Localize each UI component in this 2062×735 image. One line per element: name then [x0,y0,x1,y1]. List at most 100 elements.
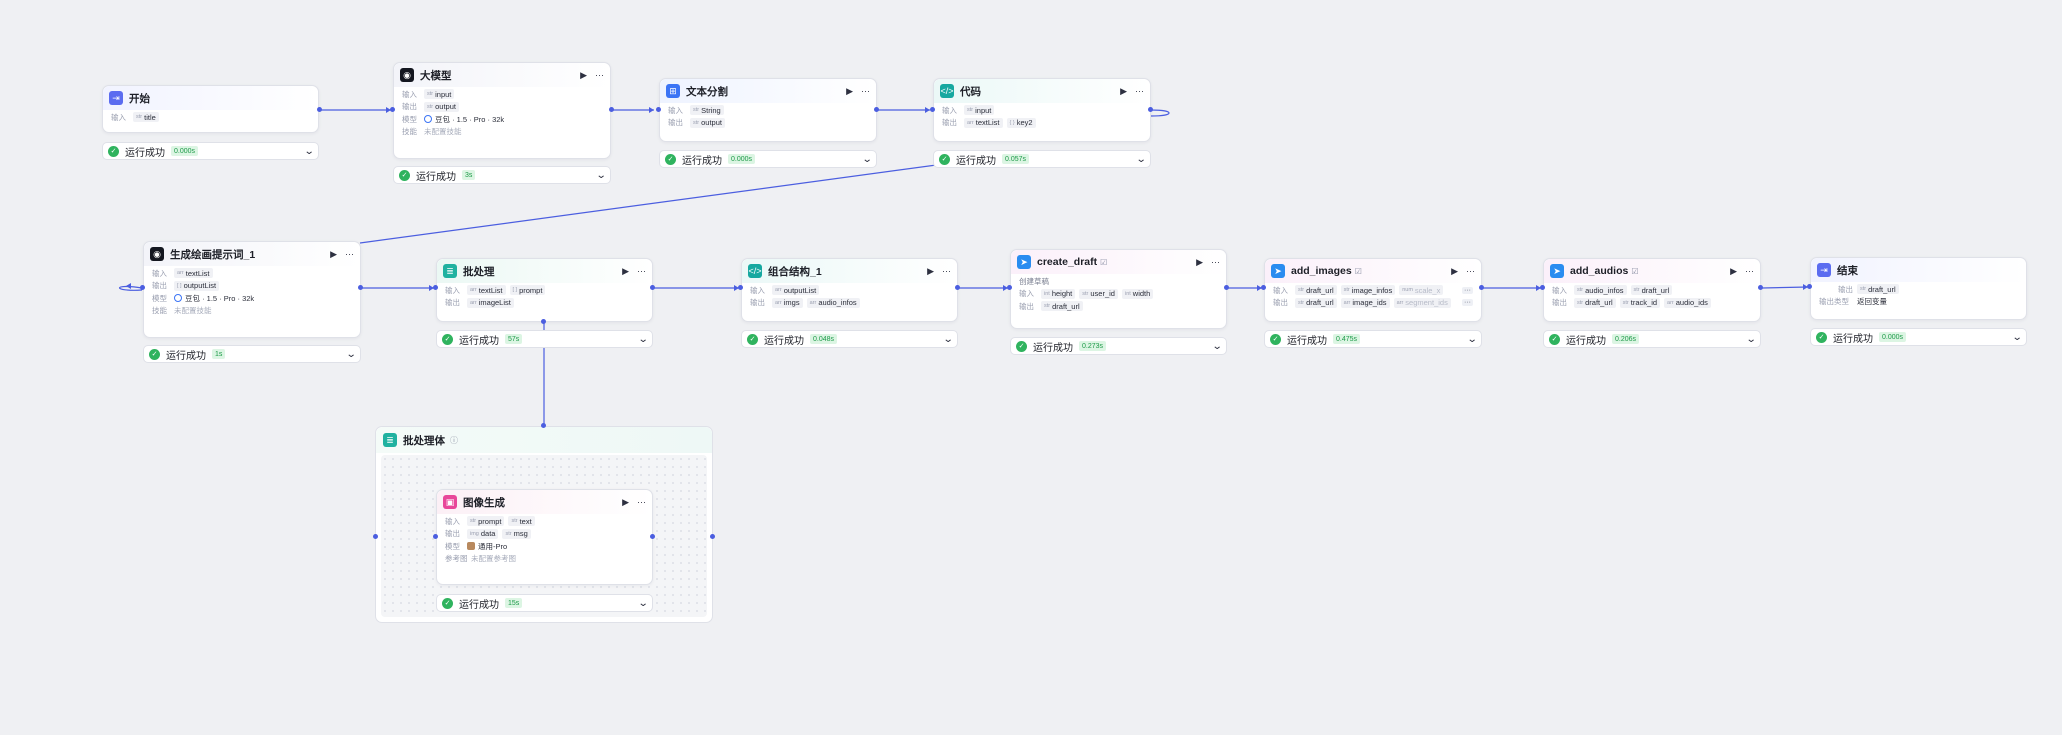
input-port[interactable] [140,285,145,290]
batch-icon: ≣ [383,433,397,447]
chevron-down-icon[interactable]: ⌄ [637,333,649,345]
input-port[interactable] [390,107,395,112]
status-bar-code[interactable]: ✓ 运行成功 0.057s ⌄ [933,150,1151,168]
status-bar-add-images[interactable]: ✓ 运行成功 0.475s ⌄ [1264,330,1482,348]
run-icon[interactable]: ▶ [1196,256,1203,267]
chevron-down-icon[interactable]: ⌄ [1135,153,1147,165]
chevron-down-icon[interactable]: ⌄ [303,145,315,157]
chevron-down-icon[interactable]: ⌄ [595,169,607,181]
input-port[interactable] [1007,285,1012,290]
run-icon[interactable]: ▶ [622,265,629,276]
node-title: 生成绘画提示词_1 [170,248,256,261]
input-port[interactable] [373,534,378,539]
output-port[interactable] [1224,285,1229,290]
run-icon[interactable]: ▶ [330,248,337,259]
more-icon[interactable]: ··· [1211,257,1220,267]
input-port[interactable] [1807,284,1812,289]
chevron-down-icon[interactable]: ⌄ [1211,340,1223,352]
more-params-button[interactable]: ··· [1462,286,1473,294]
chevron-down-icon[interactable]: ⌄ [861,153,873,165]
input-port[interactable] [656,107,661,112]
input-port[interactable] [1540,285,1545,290]
output-port[interactable] [541,319,546,324]
status-bar-add-audios[interactable]: ✓ 运行成功 0.206s ⌄ [1543,330,1761,348]
status-bar-image-gen[interactable]: ✓ 运行成功 15s ⌄ [436,594,653,612]
input-port[interactable] [738,285,743,290]
output-port[interactable] [317,107,322,112]
status-bar-split[interactable]: ✓ 运行成功 0.000s ⌄ [659,150,877,168]
run-icon[interactable]: ▶ [1120,85,1127,96]
run-icon[interactable]: ▶ [580,69,587,80]
more-params-button[interactable]: ··· [1462,299,1473,307]
output-port[interactable] [609,107,614,112]
chevron-down-icon[interactable]: ⌄ [1466,333,1478,345]
output-port[interactable] [650,534,655,539]
more-icon[interactable]: ··· [637,266,646,276]
output-port[interactable] [874,107,879,112]
input-port[interactable] [930,107,935,112]
more-icon[interactable]: ··· [1135,86,1144,96]
check-icon: ✓ [442,333,453,345]
more-icon[interactable]: ··· [1745,266,1754,276]
output-port[interactable] [710,534,715,539]
status-bar-combine[interactable]: ✓ 运行成功 0.048s ⌄ [741,330,958,348]
input-port[interactable] [433,285,438,290]
more-icon[interactable]: ··· [942,266,951,276]
status-bar-end[interactable]: ✓ 运行成功 0.000s ⌄ [1810,328,2027,346]
more-icon[interactable]: ··· [345,249,354,259]
more-icon[interactable]: ··· [595,70,604,80]
run-icon[interactable]: ▶ [1451,265,1458,276]
info-icon[interactable]: ⓘ [450,435,458,445]
status-bar-llm[interactable]: ✓ 运行成功 3s ⌄ [393,166,611,184]
status-bar-create-draft[interactable]: ✓ 运行成功 0.273s ⌄ [1010,337,1227,355]
chevron-down-icon[interactable]: ⌄ [2011,331,2023,343]
output-port[interactable] [1479,285,1484,290]
chevron-down-icon[interactable]: ⌄ [1745,333,1757,345]
run-icon[interactable]: ▶ [846,85,853,96]
output-type-value: 返回变量 [1857,297,1887,307]
input-port[interactable] [541,423,546,428]
output-port[interactable] [955,285,960,290]
chevron-down-icon[interactable]: ⌄ [637,597,649,609]
status-bar-prompt-gen[interactable]: ✓ 运行成功 1s ⌄ [143,345,361,363]
chevron-down-icon[interactable]: ⌄ [942,333,954,345]
more-icon[interactable]: ··· [1466,266,1475,276]
output-port[interactable] [1758,285,1763,290]
status-text: 运行成功 [125,147,165,159]
status-bar-batch[interactable]: ✓ 运行成功 57s ⌄ [436,330,653,348]
node-title: 代码 [960,85,981,98]
run-icon[interactable]: ▶ [622,496,629,507]
more-icon[interactable]: ··· [861,86,870,96]
output-port[interactable] [650,285,655,290]
chevron-down-icon[interactable]: ⌄ [345,348,357,360]
run-icon[interactable]: ▶ [1730,265,1737,276]
more-icon[interactable]: ··· [637,497,646,507]
status-bar-start[interactable]: ✓ 运行成功 0.000s ⌄ [102,142,319,160]
node-title: 文本分割 [686,85,728,98]
status-text: 运行成功 [166,350,206,362]
input-port[interactable] [1261,285,1266,290]
output-port[interactable] [358,285,363,290]
run-icon[interactable]: ▶ [927,265,934,276]
output-port[interactable] [1148,107,1153,112]
input-port[interactable] [433,534,438,539]
